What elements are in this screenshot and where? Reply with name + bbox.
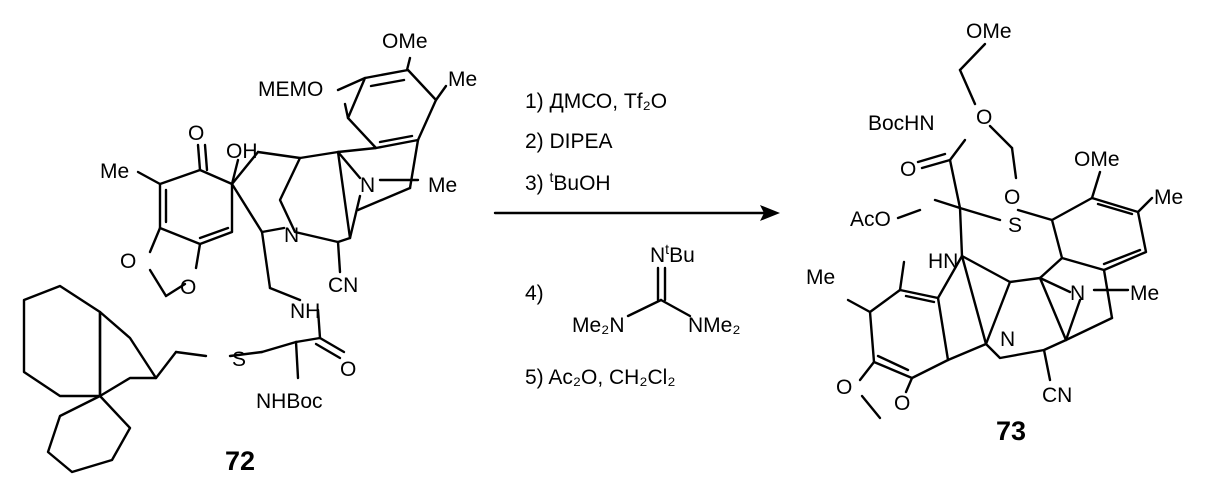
reactant-ome-label: OMe (382, 30, 428, 53)
reactant-72-structure (24, 58, 446, 472)
product-bochn-label: BocHN (868, 112, 935, 135)
reactant-oh-label: OH (226, 140, 258, 163)
product-piperazine-ring (986, 278, 1066, 358)
product-chain-o1: O (976, 106, 992, 129)
reactant-nh-label: NH (290, 300, 320, 323)
condition-step-1: 1) ДМСО, Tf₂O (525, 90, 667, 113)
compound-label-73: 73 (996, 416, 1026, 446)
reactant-me-bridge-label: Me (428, 174, 457, 197)
reactant-nhboc-label: NHBoc (256, 390, 323, 413)
product-chain-o2: O (1004, 186, 1020, 209)
reactant-s-label: S (232, 348, 246, 371)
product-me-left-label: Me (806, 266, 835, 289)
product-dioxole-o1: O (836, 376, 852, 399)
product-73-structure (848, 44, 1152, 418)
guanidine-nme2-left: Me₂N (572, 314, 625, 337)
product-carbonyl-o: O (900, 158, 916, 181)
product-aryl-ring (1052, 198, 1146, 270)
condition-step-5: 5) Ac₂O, CH₂Cl₂ (525, 366, 675, 389)
product-me-ar-label: Me (1154, 186, 1183, 209)
compound-label-72: 72 (225, 446, 255, 476)
product-hn-label: HN (928, 250, 958, 273)
condition-step-2: 2) DIPEA (525, 130, 613, 153)
reactant-n-bridge-label: N (360, 174, 375, 197)
product-n-ring-label: N (1000, 328, 1015, 351)
product-s-label: S (1008, 214, 1022, 237)
condition-step-4: 4) (525, 282, 544, 305)
reactant-dioxole-o2: O (180, 276, 196, 299)
product-ome-top-label: OMe (966, 20, 1012, 43)
product-left-aryl-ring (870, 290, 948, 378)
product-me-bridge-label: Me (1130, 282, 1159, 305)
product-aco-label: AcO (850, 208, 891, 231)
reactant-fluorene-ring (100, 312, 156, 396)
product-cn-label: CN (1042, 384, 1072, 407)
guanidine-nme2-right: NMe₂ (688, 314, 741, 337)
product-n-bridge-label: N (1070, 282, 1085, 305)
reactant-amide-o-label: O (340, 358, 356, 381)
reactant-cn-label: CN (328, 274, 358, 297)
reactant-n-ring-label: N (284, 224, 299, 247)
reactant-keto-o-label: O (188, 122, 204, 145)
condition-step-3: 3) tBuOH (525, 169, 611, 195)
reactant-quinone-ring (160, 170, 232, 244)
product-dioxole-o2: O (894, 392, 910, 415)
reactant-dioxole-o1: O (120, 250, 136, 273)
guanidine-n-label: NtBu (650, 241, 695, 267)
product-ome-ar-label: OMe (1074, 148, 1120, 171)
reactant-memo-label: MEMO (258, 78, 323, 101)
reactant-me-ar-label: Me (448, 68, 477, 91)
reactant-me-left-label: Me (100, 160, 129, 183)
